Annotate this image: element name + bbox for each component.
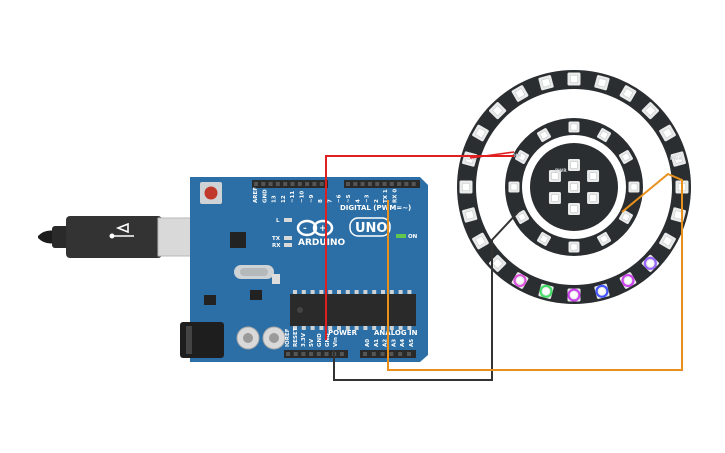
led-pixel (618, 150, 633, 164)
led-pixel (538, 75, 554, 91)
svg-text:-: - (303, 224, 307, 234)
digital-label: DIGITAL (PWM=~) (340, 204, 411, 212)
led-pixel (568, 121, 580, 133)
pin-label: TX 1 (383, 189, 389, 203)
led-pixel (472, 124, 489, 142)
pin-label: GND (325, 333, 331, 347)
led-pixel (511, 272, 529, 289)
pin-label: ~10 (300, 191, 306, 203)
led-pixel (462, 207, 478, 223)
led-pixel (568, 181, 580, 193)
pin-label: 5V (309, 338, 315, 347)
led-pixel (568, 159, 580, 171)
pin-label: A4 (400, 339, 406, 347)
power-label: POWER (328, 329, 358, 337)
led-pixel (567, 288, 581, 302)
led-pixel (548, 192, 561, 204)
led-pixel (594, 283, 610, 299)
led-pixel (641, 102, 659, 120)
arduino-board: - + ARDUINO UNO DIGITAL (PWM=~) POWER AN… (180, 177, 428, 362)
led-pixel (515, 150, 530, 164)
led-pixel (597, 128, 611, 143)
pin-label: 8 (318, 199, 324, 203)
led-pixel (619, 272, 637, 289)
led-pixel (659, 232, 676, 250)
led-pixel (587, 192, 600, 204)
led-pixel (641, 254, 659, 272)
led-pixel (619, 85, 637, 102)
led-pixel (489, 102, 507, 120)
pin-label: ~9 (309, 194, 315, 203)
pin-label: IOREF (285, 328, 291, 347)
outer-pwr-label: PWR (670, 156, 682, 162)
pin-label: 3.3V (301, 332, 307, 347)
led-l-label: L (276, 218, 280, 224)
pin-label: A3 (391, 339, 397, 347)
led-rx-label: RX (272, 243, 281, 249)
pin-label: A0 (365, 339, 371, 347)
pin-label: 13 (272, 195, 278, 203)
pin-label: 12 (281, 195, 287, 203)
led-pixel (568, 203, 580, 215)
usb-cable (38, 216, 203, 258)
led-pixel (515, 210, 530, 224)
pin-label: ~11 (290, 191, 296, 203)
pin-label: 4 (355, 199, 361, 203)
power-wire (387, 172, 683, 371)
led-pixel (537, 128, 551, 143)
neopixel-ring-assembly: DIN DIN PWR PWR (457, 70, 691, 304)
pin-label: A2 (383, 339, 389, 347)
pin-label: 2 (374, 199, 380, 203)
led-pixel (597, 231, 611, 246)
led-pixel (659, 124, 676, 142)
brand-label: ARDUINO (298, 238, 346, 248)
pin-label: GND (317, 333, 323, 347)
led-pixel (568, 241, 580, 253)
data-wire (325, 155, 514, 340)
reset-button-cap[interactable] (204, 186, 218, 200)
arduino-logo: - + (296, 219, 334, 237)
led-pixel (548, 170, 561, 182)
led-pixel (472, 232, 489, 250)
led-pixel (459, 180, 473, 194)
led-pixel (567, 72, 581, 86)
led-pixel (618, 210, 633, 224)
outer-din-label: DIN (467, 156, 476, 162)
data-wire-outer (469, 151, 515, 159)
pin-label: 7 (327, 199, 333, 203)
led-pixel (537, 231, 551, 246)
led-pixel (538, 283, 554, 299)
pin-label: Vin (333, 337, 339, 347)
inner-din-label: DIN (512, 153, 521, 159)
wires (325, 151, 683, 381)
model-label: UNO (355, 221, 388, 236)
led-tx-label: TX (272, 236, 281, 242)
led-pixel (587, 170, 600, 182)
pin-label: RESET (293, 327, 299, 347)
pin-label: AREF (253, 187, 259, 203)
svg-text:+: + (319, 224, 327, 234)
led-pixel (594, 75, 610, 91)
inner-pwr-label: PWR (555, 168, 567, 174)
pin-label: A5 (409, 339, 415, 347)
pin-label: GND (262, 189, 268, 203)
led-pixel (511, 85, 529, 102)
analog-label: ANALOG IN (374, 329, 418, 337)
pin-label: ~5 (346, 194, 352, 203)
pin-label: A1 (374, 339, 380, 347)
on-label: ON (408, 234, 418, 240)
ground-wire (333, 209, 521, 381)
led-pixel (670, 151, 686, 167)
pin-label: ~3 (365, 194, 371, 203)
pin-label: RX 0 (393, 189, 399, 203)
led-pixel (628, 181, 640, 193)
pin-label: ~6 (337, 194, 343, 203)
led-pixel (508, 181, 520, 193)
led-pixel (489, 254, 507, 272)
